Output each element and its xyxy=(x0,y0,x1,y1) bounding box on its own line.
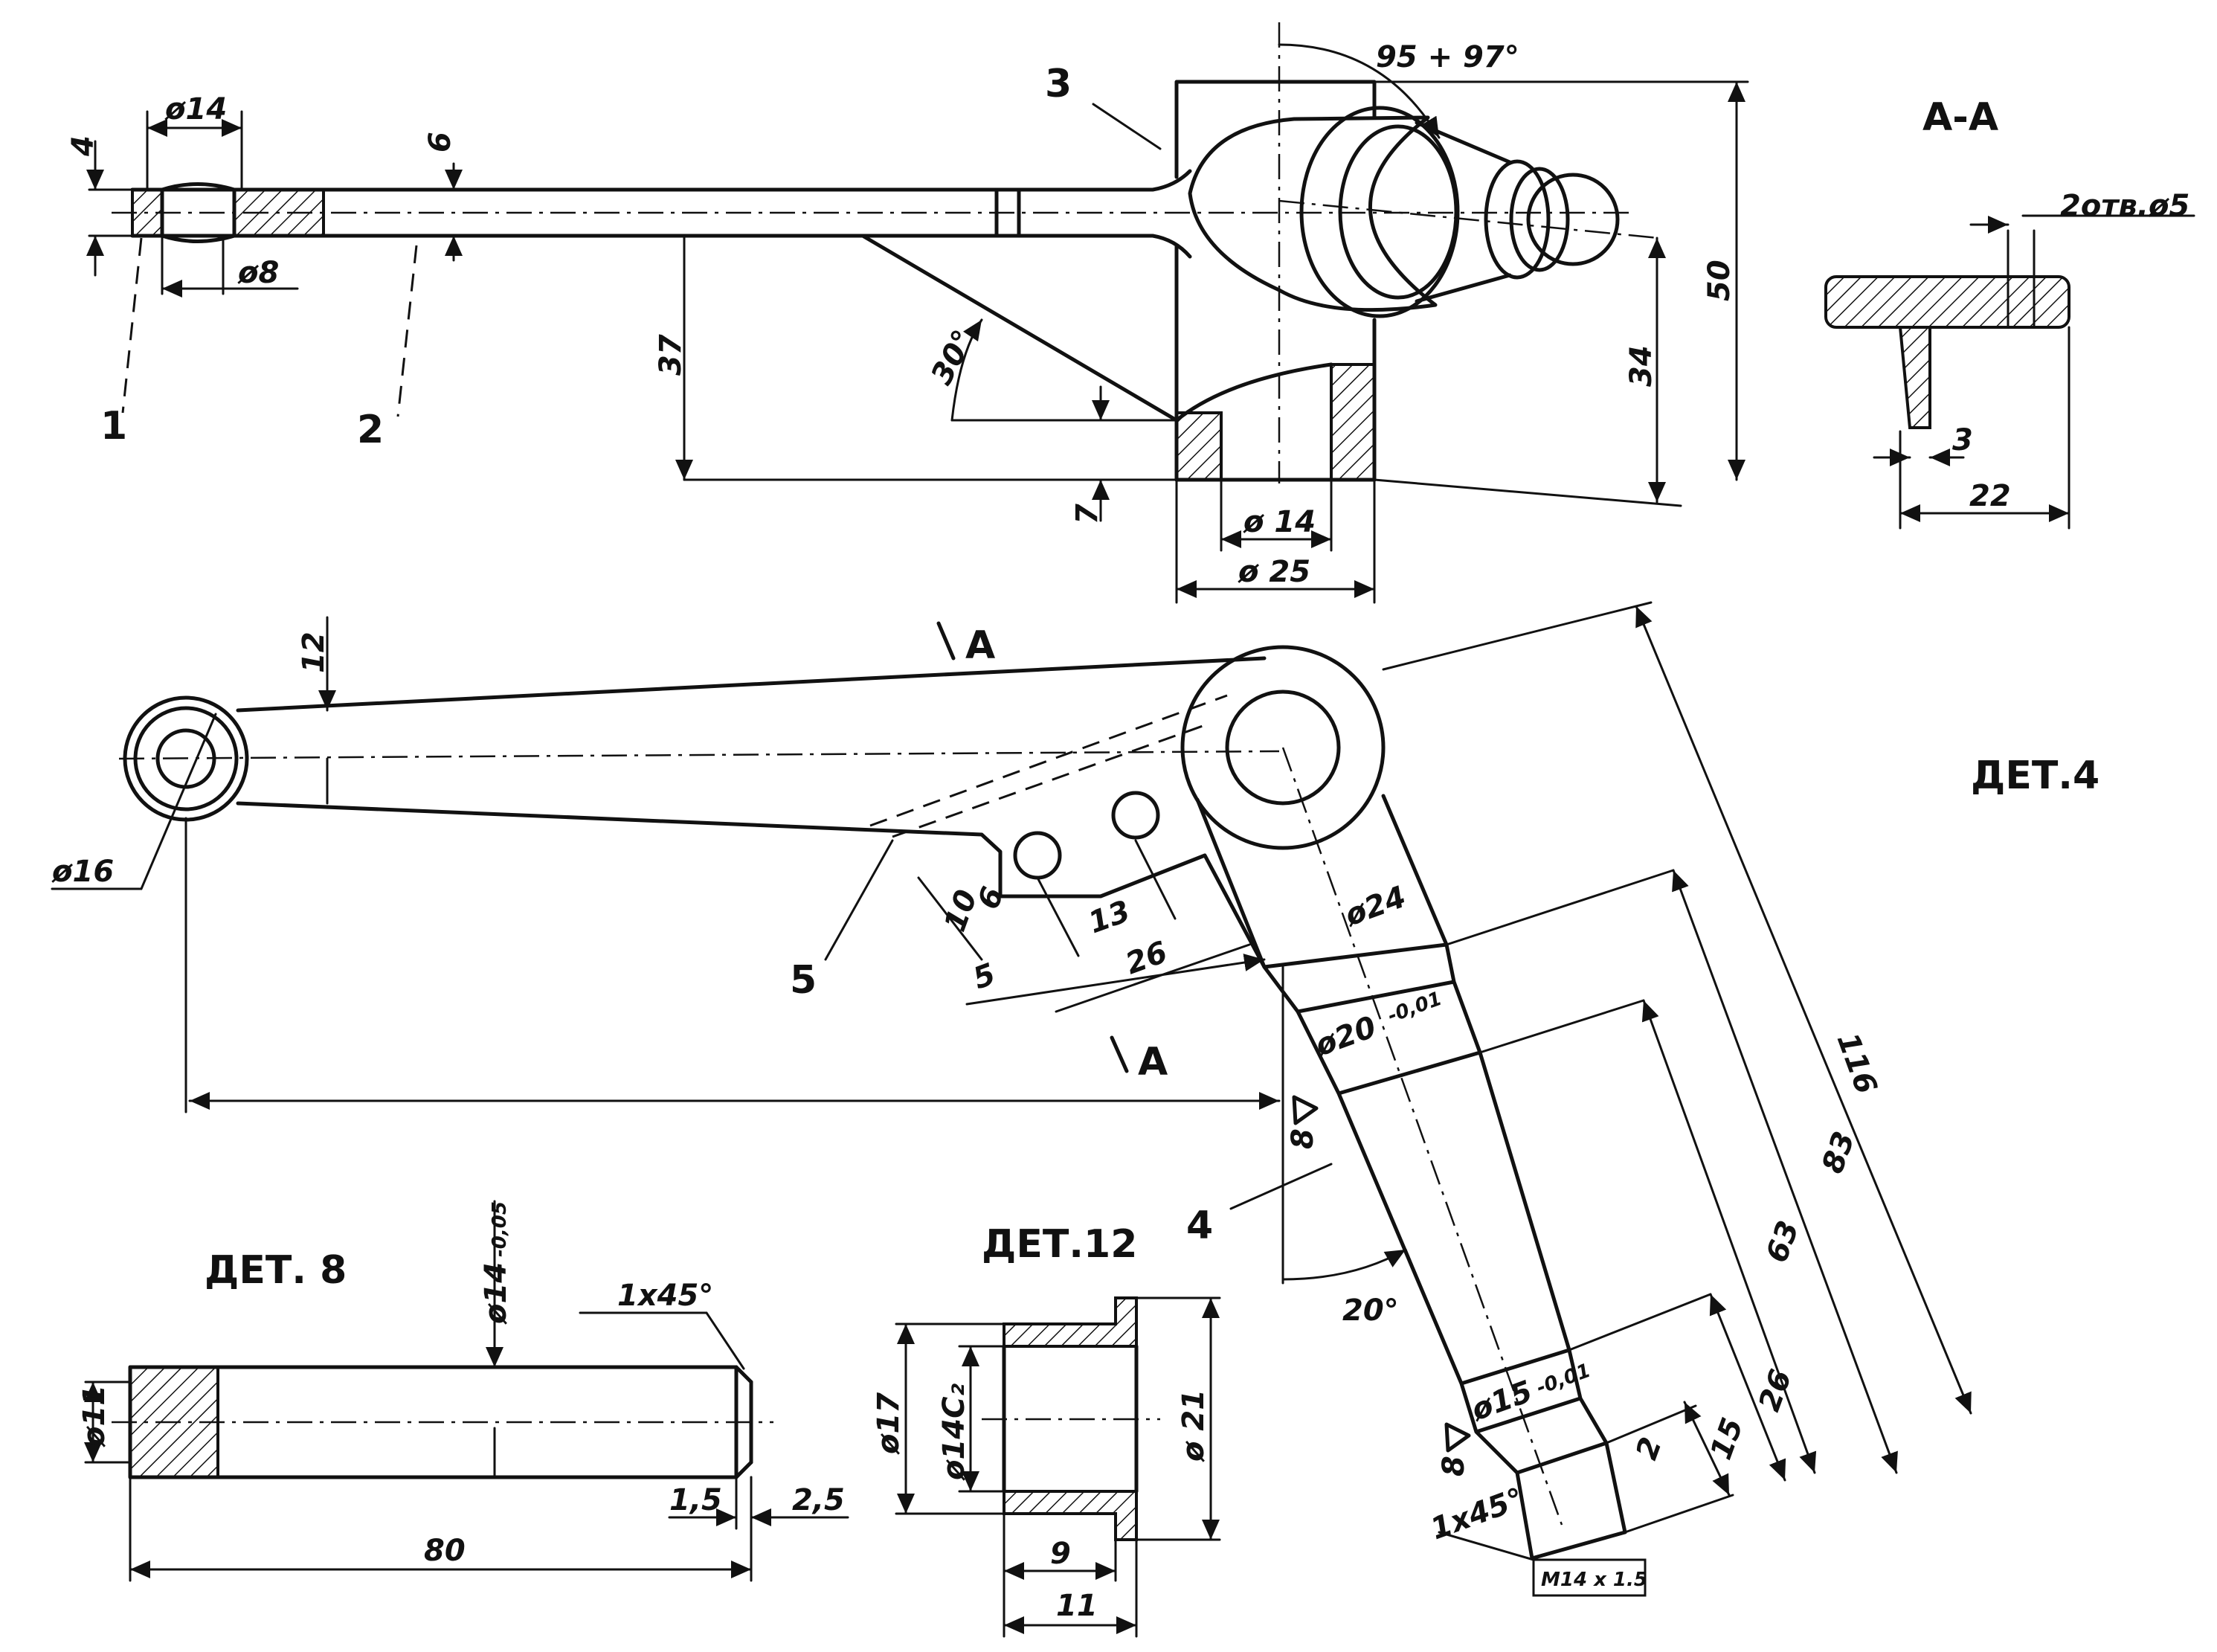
dim-d14-pin: ø14 xyxy=(479,1262,513,1325)
dim-7: 7 xyxy=(1070,504,1104,524)
dim-22: 22 xyxy=(1969,479,2011,513)
finish-mark-2: 8 xyxy=(1437,1456,1471,1476)
lever-arm xyxy=(236,656,1267,969)
dim-d14: ø14 xyxy=(164,92,227,126)
dim-d14c: ø14C₂ xyxy=(937,1383,971,1482)
dim-d14-bottom: ø 14 xyxy=(1243,505,1316,539)
section-rib xyxy=(1898,326,1931,429)
dim-13: 13 xyxy=(1084,894,1135,940)
dim-d14-pin-tol: -0,05 xyxy=(489,1201,511,1257)
part-label-2: 2 xyxy=(357,408,384,452)
dim-3: 3 xyxy=(1952,423,1973,457)
spindle-step xyxy=(1509,167,1570,272)
gusset xyxy=(860,234,1333,422)
spindle-bulb xyxy=(1188,115,1438,312)
part-label-3: 3 xyxy=(1045,62,1072,106)
finish-mark-1: 8 xyxy=(1286,1128,1320,1149)
dim-chamfer-4: 1x45° xyxy=(1426,1482,1528,1546)
part2-rod xyxy=(130,169,1192,259)
right-boss-inner xyxy=(1225,690,1341,806)
top-view: 4 ø14 ø8 6 1 2 3 95 + 97° 37 30° xyxy=(66,22,1749,604)
dim-d16: ø16 xyxy=(51,855,114,889)
hole-2 xyxy=(1111,791,1160,840)
bushing-bottom xyxy=(1003,1490,1138,1541)
cut-a-bottom: A xyxy=(1138,1040,1168,1084)
dim-angle-top: 95 + 97° xyxy=(1376,40,1519,74)
dim-2: 2 xyxy=(1629,1433,1669,1465)
dim-d15-tol: -0,01 xyxy=(1534,1360,1594,1400)
dim-9: 9 xyxy=(1050,1537,1071,1571)
dim-chamfer-8: 1x45° xyxy=(617,1279,713,1313)
dim-63: 63 xyxy=(1760,1216,1806,1267)
det4-title: ДЕТ.4 xyxy=(1971,753,2099,798)
dim-d11: ø11 xyxy=(77,1385,112,1447)
spindle-end xyxy=(1526,173,1620,266)
dim-12: 12 xyxy=(297,631,331,673)
dim-11-bush: 11 xyxy=(1056,1589,1098,1623)
hole-1 xyxy=(1013,831,1062,880)
dim-d24: ø24 xyxy=(1340,880,1411,933)
part-label-4: 4 xyxy=(1186,1203,1213,1248)
dim-116: 116 xyxy=(1830,1029,1884,1099)
det8-view: ДЕТ. 8 ø14 -0,05 1x45° ø11 1,5 2,5 80 xyxy=(77,1200,849,1582)
section-a-a: А-А 2отв.ø5 3 22 xyxy=(1824,95,2195,530)
spindle-neck xyxy=(1484,159,1551,280)
dim-37: 37 xyxy=(654,334,688,376)
dim-80: 80 xyxy=(424,1534,466,1568)
arm-axis xyxy=(118,750,1280,760)
dim-4: 4 xyxy=(66,135,100,157)
cut-a-top: A xyxy=(965,623,995,668)
dim-thread: M14 x 1.5 xyxy=(1541,1569,1647,1591)
dim-d25: ø 25 xyxy=(1238,555,1310,589)
det8-title: ДЕТ. 8 xyxy=(205,1248,347,1293)
dim-d21: ø 21 xyxy=(1177,1389,1211,1462)
det12-view: ДЕТ.12 ø17 ø14C₂ ø 21 9 11 xyxy=(872,1222,1221,1638)
spindle-axis xyxy=(1278,199,1659,240)
det12-title: ДЕТ.12 xyxy=(982,1222,1137,1267)
dim-34: 34 xyxy=(1624,345,1658,387)
dim-d17: ø17 xyxy=(872,1392,906,1455)
section-title: А-А xyxy=(1922,95,1998,140)
dim-d20: ø20 xyxy=(1310,1010,1381,1064)
section-plate xyxy=(1824,275,2070,329)
det4-view: ДЕТ.4 A A ø16 12 10 6 xyxy=(51,601,2099,1597)
dim-1-5: 1,5 xyxy=(669,1483,722,1517)
right-boss-outer xyxy=(1180,645,1386,850)
part-label-1: 1 xyxy=(100,404,127,449)
dim-angle-20: 20° xyxy=(1342,1293,1399,1328)
dim-5: 5 xyxy=(969,957,1000,997)
dim-6: 6 xyxy=(423,132,457,152)
dim-2-5: 2,5 xyxy=(792,1483,845,1517)
det4-spindle xyxy=(1195,794,1627,1561)
bushing-top xyxy=(1003,1296,1138,1348)
dim-holes: 2отв.ø5 xyxy=(2060,189,2189,223)
dim-d15: ø15 xyxy=(1467,1375,1537,1428)
housing-wall-right xyxy=(1330,363,1376,481)
spindle-collar xyxy=(1338,124,1458,300)
dim-d8: ø8 xyxy=(237,256,279,290)
part-label-5: 5 xyxy=(790,958,817,1003)
housing-wall-left xyxy=(1175,411,1223,481)
dim-50: 50 xyxy=(1702,260,1737,301)
spindle-axis-4 xyxy=(1281,747,1563,1526)
